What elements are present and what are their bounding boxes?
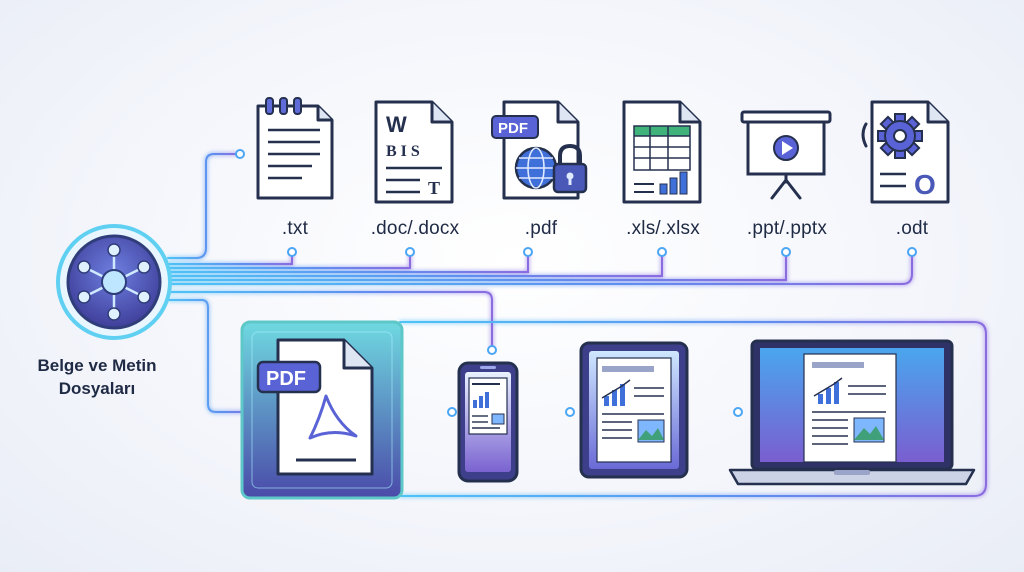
hub-label-line2: Dosyaları [58,379,136,398]
word-letter: W [386,112,407,137]
pdf-lock-icon: PDF [491,100,588,200]
word-document-icon: W B I S T [374,100,454,204]
ext-label-ppt: .ppt/.pptx [746,218,828,239]
hub-label: Belge ve Metin Dosyaları [22,354,172,400]
word-t-letter: T [428,178,440,198]
hub-label-line1: Belge ve Metin [37,356,157,375]
phone-icon [457,361,519,483]
pdf-badge-small: PDF [498,120,528,137]
ext-label-xls: .xls/.xlsx [626,218,700,239]
gear-document-icon: O [861,100,950,204]
notepad-icon [256,97,334,200]
tablet-icon [579,341,689,479]
ext-label-odt: .odt [895,218,929,239]
laptop-icon [728,339,976,486]
ext-label-doc: .doc/.docx [370,218,460,239]
ext-label-pdf: .pdf [524,218,558,239]
odt-letter: O [914,169,936,200]
word-format-text: B I S [386,143,420,160]
pdf-badge-large: PDF [266,368,306,390]
spreadsheet-chart-icon [622,100,702,204]
network-hub-icon [56,224,172,340]
pdf-large-document-icon: PDF [256,338,374,476]
ext-label-txt: .txt [281,218,309,239]
presentation-board-icon [740,110,832,200]
